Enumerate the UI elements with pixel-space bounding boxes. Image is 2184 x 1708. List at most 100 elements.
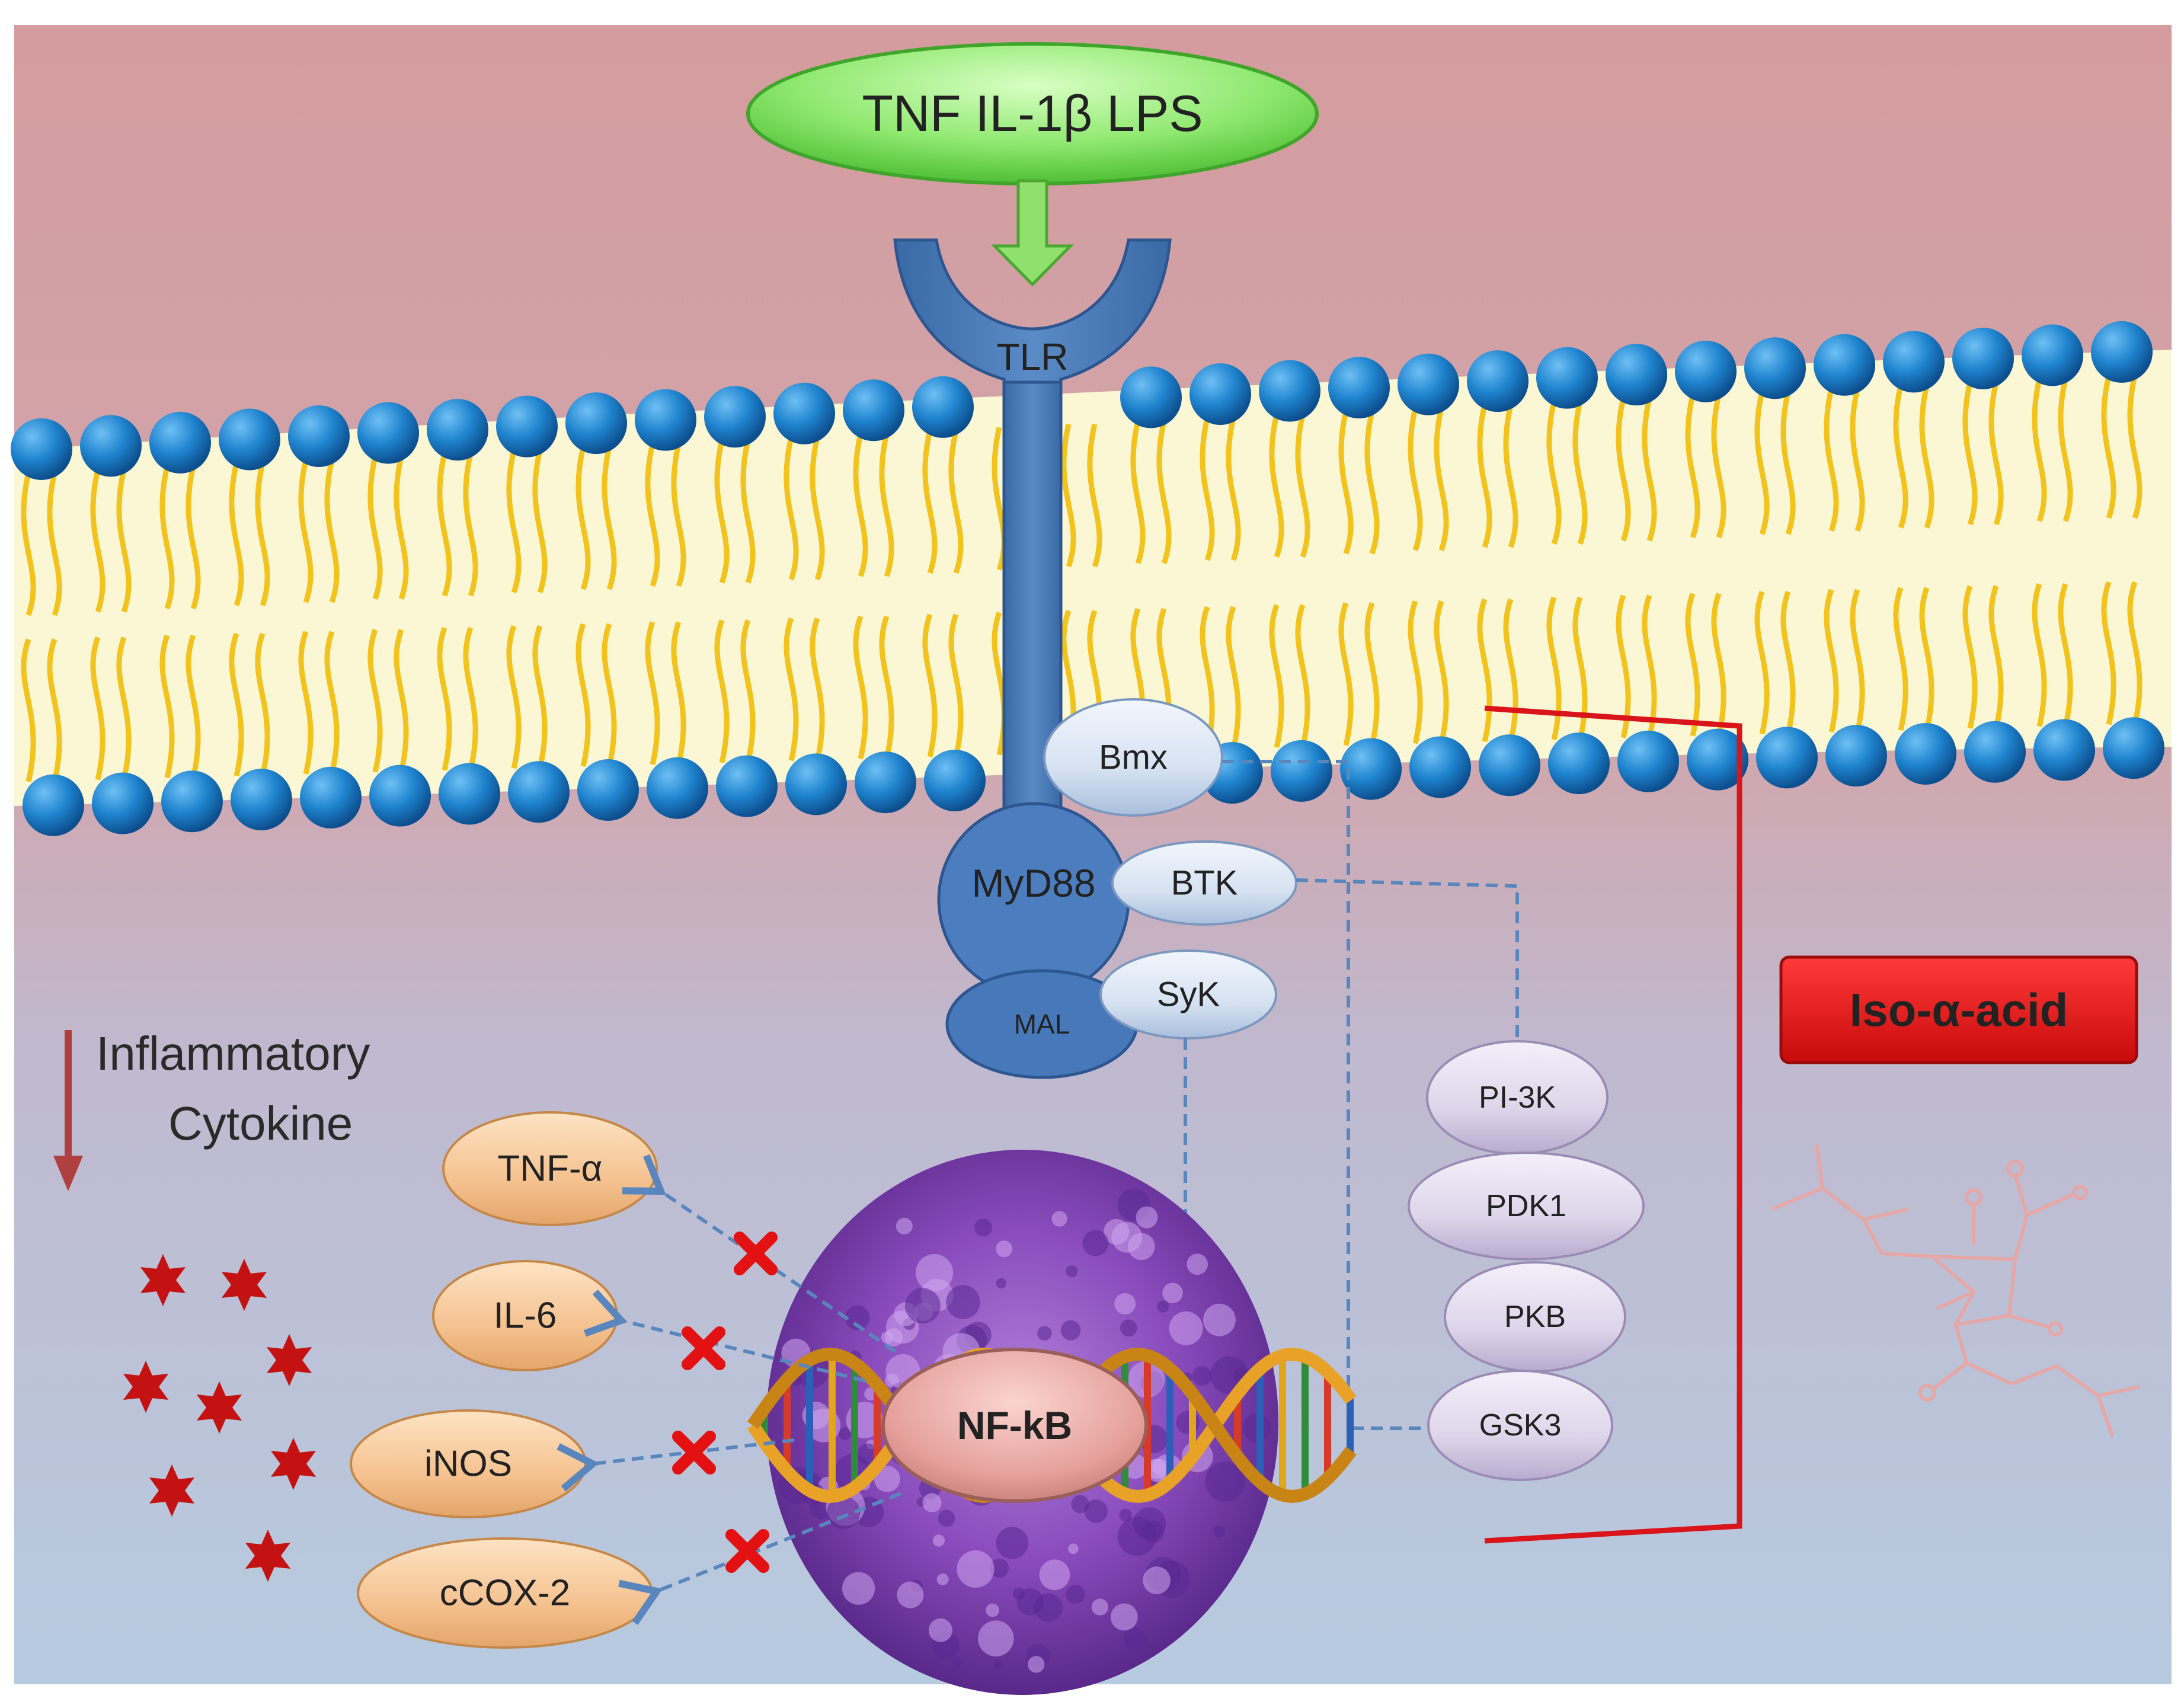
lipid-tail-upper xyxy=(645,443,660,587)
lipid-tail-lower xyxy=(810,617,825,762)
lipid-head-lower xyxy=(1409,736,1471,798)
lipid-head-upper xyxy=(635,389,696,451)
lipid-head-lower xyxy=(855,751,916,814)
nucleus-spot xyxy=(1143,1566,1171,1594)
nucleus-spot xyxy=(932,1534,945,1547)
lipid-tail-lower xyxy=(1919,587,1934,731)
pdk1-label: PDK1 xyxy=(1486,1189,1566,1223)
lipid-head-upper xyxy=(2091,321,2153,383)
inhibition-bracket xyxy=(1484,705,1742,1544)
lipid-head-upper xyxy=(427,399,488,461)
cytokine-stars xyxy=(123,1254,316,1582)
lipid-tail-lower xyxy=(1850,588,1865,733)
lipid-tail-upper xyxy=(1408,407,1423,552)
lipid-tail-upper xyxy=(1434,407,1449,552)
lipid-tail-lower xyxy=(1616,594,1631,738)
inhibitor-box xyxy=(1779,955,2138,1064)
lipid-head-upper xyxy=(1675,340,1737,402)
lipid-tail-upper xyxy=(740,440,756,584)
lipid-head-upper xyxy=(80,415,142,477)
lipid-tail-upper xyxy=(671,443,686,587)
nucleus-spot xyxy=(1091,1598,1108,1616)
kinase-group: Bmx BTK SyK xyxy=(1043,698,1297,1039)
lipid-head-upper xyxy=(704,386,766,448)
block-mark-inos xyxy=(672,1431,716,1474)
lipid-tail-upper xyxy=(1780,391,1796,535)
lipid-tail-lower xyxy=(740,619,756,763)
lipid-tail-upper xyxy=(714,440,730,584)
lipid-tail-upper xyxy=(394,456,409,600)
down-arrow-head xyxy=(53,1156,83,1191)
lipid-tail-lower xyxy=(1477,598,1492,743)
nucleus-spot xyxy=(1071,1495,1089,1514)
nucleus-spot xyxy=(881,1331,894,1344)
lipid-tail-upper xyxy=(90,469,105,613)
lipid-tail-lower xyxy=(1988,585,2004,729)
lipid-tail-upper xyxy=(1962,381,1978,526)
lipid-tail-upper xyxy=(1200,417,1215,561)
lipid-head-upper xyxy=(1259,360,1320,422)
nucleus-spot xyxy=(1012,1587,1025,1600)
nucleus-spot xyxy=(978,1620,1014,1656)
tnf-alpha-label: TNF-α xyxy=(497,1149,602,1189)
pdk1-node xyxy=(1408,1152,1645,1261)
nucleus-spot xyxy=(938,1509,955,1527)
nucleus-spot xyxy=(896,1217,913,1234)
lipid-tail-upper xyxy=(2101,375,2116,519)
nucleus-spot xyxy=(993,1659,1003,1669)
nucleus-spot xyxy=(874,1466,900,1492)
nucleus-spot xyxy=(897,1581,924,1608)
nucleus-spot xyxy=(1203,1303,1236,1336)
block-mark-ccox2 xyxy=(725,1529,769,1573)
lipid-tail-lower xyxy=(879,615,894,760)
nucleus-spot xyxy=(839,1426,852,1440)
nfkb-node xyxy=(881,1348,1148,1503)
lipid-tail-upper xyxy=(575,446,591,590)
lipid-tail-lower xyxy=(255,632,270,777)
cytokine-star xyxy=(196,1381,242,1434)
lipid-head-upper xyxy=(773,382,835,444)
nucleus-spot xyxy=(1068,1543,1079,1555)
lipid-tail-upper xyxy=(1824,388,1839,532)
nucleus-spot xyxy=(1034,1593,1063,1622)
lipid-head-lower xyxy=(369,765,431,827)
cytokine-star xyxy=(140,1254,186,1306)
lipid-head-upper xyxy=(219,408,280,471)
nucleus-spot xyxy=(1119,1508,1132,1522)
lipid-tail-upper xyxy=(159,465,175,610)
lipid-tail-upper xyxy=(1893,385,1908,529)
lipid-head-lower xyxy=(1271,740,1332,802)
lipid-head-upper xyxy=(1744,337,1806,399)
nucleus-spot xyxy=(1060,1320,1081,1341)
lipid-tail-lower xyxy=(2101,581,2116,725)
nucleus-spot xyxy=(1037,1326,1052,1341)
nucleus: NF-kB xyxy=(747,1150,1357,1695)
nucleus-spot xyxy=(1192,1366,1212,1386)
lipid-head-upper xyxy=(1952,327,2014,389)
lipid-head-lower xyxy=(439,763,500,825)
nucleus-spot xyxy=(1110,1603,1138,1631)
lipid-tail-upper xyxy=(1850,388,1865,532)
lipid-tail-lower xyxy=(394,629,409,773)
lipid-tail-upper xyxy=(21,472,36,616)
lipid-tail-upper xyxy=(853,433,868,577)
lipid-head-lower xyxy=(785,753,847,815)
lipid-tail-upper xyxy=(1711,394,1726,539)
lipid-tail-lower xyxy=(1962,585,1978,729)
lipid-tail-upper xyxy=(1616,398,1631,542)
lipid-tail-upper xyxy=(186,465,201,610)
lipid-head-lower xyxy=(161,770,223,833)
lipid-tails xyxy=(21,375,2143,782)
lipid-head-upper xyxy=(912,376,974,438)
lipid-tail-upper xyxy=(2058,378,2073,522)
lipid-head-upper xyxy=(843,379,904,442)
lipid-head-upper xyxy=(1467,350,1529,412)
syk-node xyxy=(1099,949,1277,1039)
lipid-head-lower xyxy=(231,769,292,831)
lipid-tail-lower xyxy=(1295,604,1310,748)
lipid-tail-upper xyxy=(1269,414,1284,558)
lipid-tail-upper xyxy=(922,430,938,574)
lipid-tail-lower xyxy=(1503,598,1518,743)
mal-label: MAL xyxy=(1014,1009,1070,1039)
